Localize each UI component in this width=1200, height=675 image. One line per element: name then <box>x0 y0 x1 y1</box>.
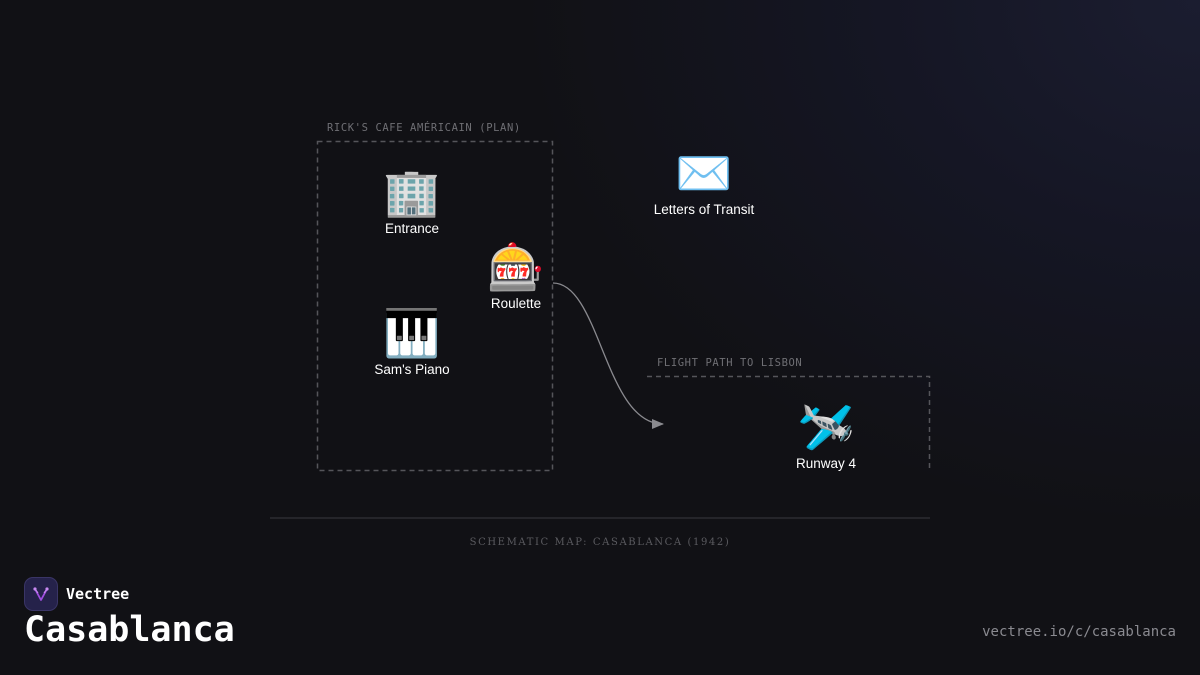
brand[interactable]: Vectree <box>24 577 129 611</box>
brand-name: Vectree <box>66 585 130 603</box>
node-runway-4[interactable]: 🛩️ Runway 4 <box>756 400 896 471</box>
node-entrance[interactable]: 🏢 Entrance <box>342 165 482 236</box>
node-entrance-label: Entrance <box>384 221 440 236</box>
diagram-caption: SCHEMATIC MAP: CASABLANCA (1942) <box>469 537 731 548</box>
piano-keys-icon: 🎹 <box>383 307 441 359</box>
cafe-region-label: RICK'S CAFE AMÉRICAIN (PLAN) <box>327 122 521 134</box>
flight-region-label: FLIGHT PATH TO LISBON <box>657 357 803 369</box>
page-url[interactable]: vectree.io/c/casablanca <box>982 624 1176 640</box>
page-title: Casablanca <box>24 610 235 650</box>
node-letters-of-transit-label: Letters of Transit <box>653 202 755 217</box>
slot-machine-icon: 🎰 <box>487 241 545 293</box>
node-roulette[interactable]: 🎰 Roulette <box>446 240 586 311</box>
cafe-region-border <box>316 140 554 472</box>
envelope-icon: ✉️ <box>675 147 733 199</box>
node-roulette-label: Roulette <box>490 296 542 311</box>
node-runway-4-label: Runway 4 <box>795 456 857 471</box>
node-sams-piano-label: Sam's Piano <box>374 362 450 377</box>
flight-region-border <box>647 375 931 468</box>
node-letters-of-transit[interactable]: ✉️ Letters of Transit <box>634 146 774 217</box>
route-arrow <box>552 282 664 429</box>
airplane-icon: 🛩️ <box>797 401 855 453</box>
office-building-icon: 🏢 <box>383 166 441 218</box>
vectree-logo-icon <box>24 577 58 611</box>
node-sams-piano[interactable]: 🎹 Sam's Piano <box>342 306 482 377</box>
